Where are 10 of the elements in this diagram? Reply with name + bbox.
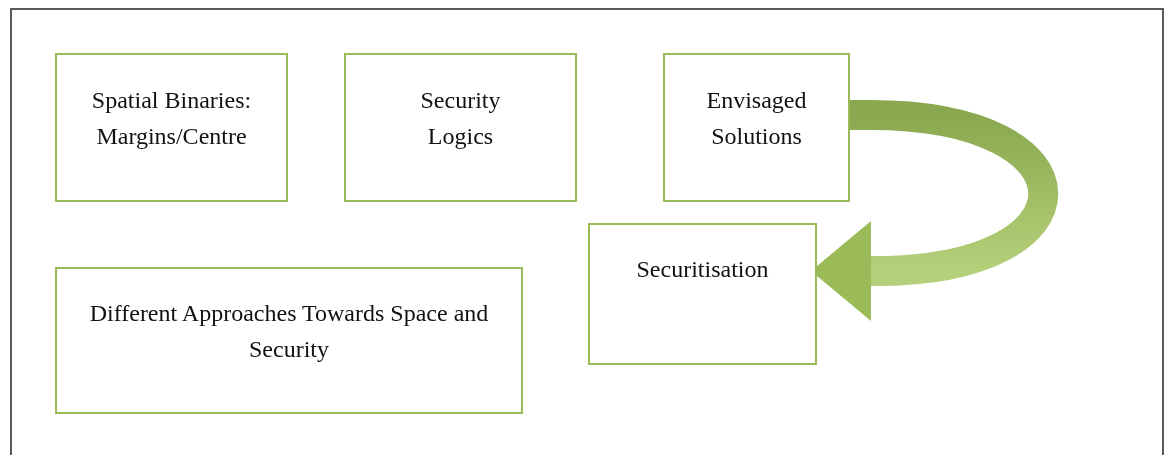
box-label: Spatial Binaries: Margins/Centre [90,86,253,151]
process-box [663,53,850,202]
process-box [55,53,288,202]
process-box [55,267,523,414]
process-box [588,223,817,365]
box-label: Different Approaches Towards Space and Security [89,299,489,364]
box-label: Security Logics [419,86,502,151]
box-label: Envisaged Solutions [705,86,808,151]
process-box [344,53,577,202]
box-label: Securitisation [636,255,769,284]
